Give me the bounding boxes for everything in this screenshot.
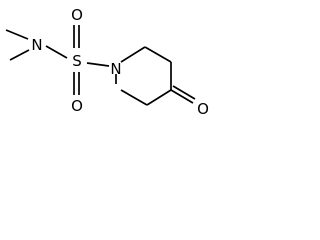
bond-s-n-ring (86, 62, 110, 67)
atom-n-ring-label: N (110, 60, 121, 78)
atom-oxygen-top-label: O (71, 6, 83, 24)
bond-n-s (45, 45, 68, 59)
bond-ring-2 (144, 46, 172, 63)
bond-methyl2-n (9, 49, 30, 61)
bond-ketone-b (172, 85, 196, 100)
bond-ring-1 (120, 46, 146, 63)
bond-ring-4 (146, 89, 172, 106)
atom-oxygen-ketone-label: O (197, 100, 209, 118)
atom-n-amine-label: N (31, 36, 42, 54)
bond-ketone-a (170, 89, 194, 104)
molecule-structure: N S O O N O (5, 6, 209, 118)
bond-ring-5 (120, 89, 148, 106)
atom-sulfur-label: S (72, 52, 82, 70)
atom-oxygen-bottom-label: O (71, 97, 83, 115)
bond-methyl1-n (5, 29, 29, 40)
